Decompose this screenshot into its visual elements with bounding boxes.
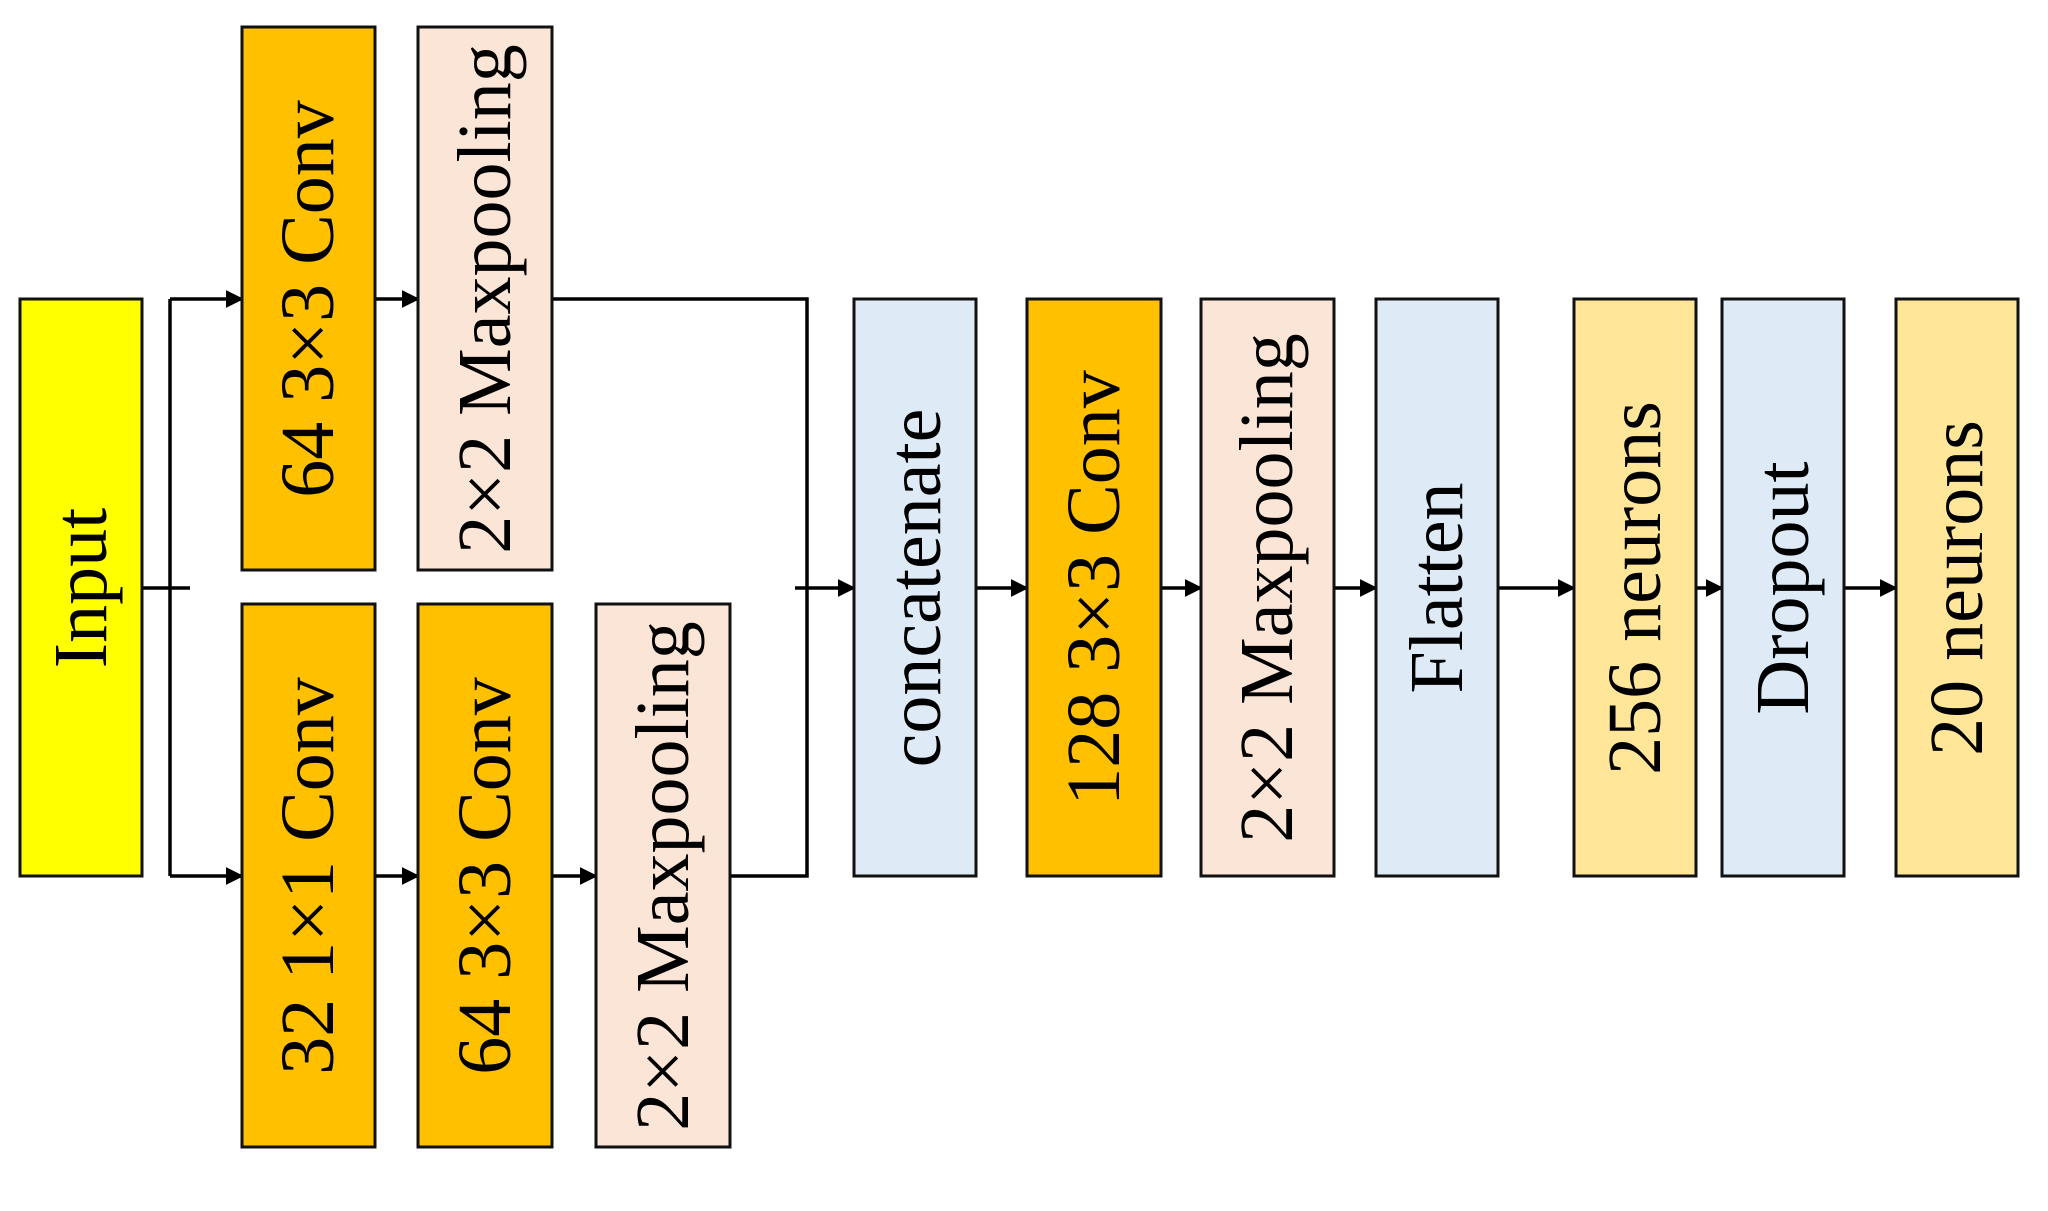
node-bottom-pool: 2×2 Maxpooling [594,602,732,1149]
node-top-pool-label: 2×2 Maxpooling [443,44,527,553]
node-flatten-label: Flatten [1395,482,1479,693]
node-bottom-conv2: 64 3×3 Conv [416,602,554,1149]
node-input-label: Input [39,508,123,668]
node-flatten-box [1374,297,1500,878]
node-top-conv-box [240,25,377,572]
node-dropout: Dropout [1720,297,1846,878]
node-dense20-box [1894,297,2020,878]
node-pool2: 2×2 Maxpooling [1199,297,1336,878]
node-pool2-label: 2×2 Maxpooling [1225,333,1309,842]
node-bottom-conv1-label: 32 1×1 Conv [266,677,350,1075]
node-concatenate: concatenate [852,297,978,878]
node-top-conv: 64 3×3 Conv [240,25,377,572]
node-concatenate-box [852,297,978,878]
node-top-conv-label: 64 3×3 Conv [266,100,350,498]
node-bottom-conv1: 32 1×1 Conv [240,602,377,1149]
node-dense256-box [1572,297,1698,878]
node-dropout-label: Dropout [1741,461,1825,714]
node-top-pool-box [416,25,554,572]
node-top-pool: 2×2 Maxpooling [416,25,554,572]
node-dense256: 256 neurons [1572,297,1698,878]
node-bottom-conv1-box [240,602,377,1149]
node-conv128-label: 128 3×3 Conv [1052,370,1136,806]
node-flatten: Flatten [1374,297,1500,878]
node-bottom-conv2-label: 64 3×3 Conv [443,677,527,1075]
node-conv128-box [1025,297,1163,878]
edges [142,290,1898,885]
node-input: Input [18,297,144,878]
node-dense20-label: 20 neurons [1915,420,1999,756]
node-concatenate-label: concatenate [873,409,957,768]
node-bottom-pool-box [594,602,732,1149]
node-dense20: 20 neurons [1894,297,2020,878]
edge-toppool-merge [552,297,809,588]
node-bottom-conv2-box [416,602,554,1149]
node-bottom-pool-label: 2×2 Maxpooling [621,621,705,1130]
node-conv128: 128 3×3 Conv [1025,297,1163,878]
edge-bpool-merge [730,588,809,878]
node-input-box [18,297,144,878]
node-dense256-label: 256 neurons [1593,401,1677,775]
node-pool2-box [1199,297,1336,878]
node-dropout-box [1720,297,1846,878]
